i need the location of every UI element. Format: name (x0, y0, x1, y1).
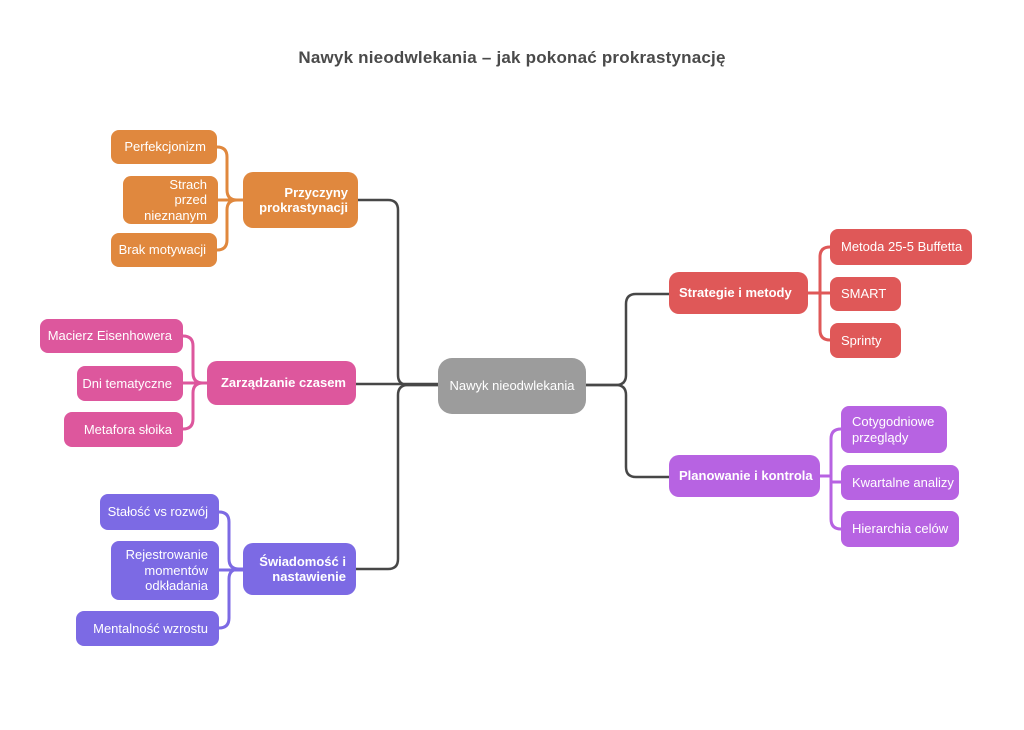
node-leaf-mentalnosc-wzrostu: Mentalność wzrostu (76, 611, 219, 646)
node-leaf-stalosc-vs-rozwoj: Stałość vs rozwój (100, 494, 219, 530)
node-leaf-metoda-25-5-buffetta: Metoda 25-5 Buffetta (830, 229, 972, 265)
node-leaf-smart: SMART (830, 277, 901, 311)
node-leaf-perfekcjonizm: Perfekcjonizm (111, 130, 217, 164)
node-branch-strategie-i-metody: Strategie i metody (669, 272, 808, 314)
edge-causes-perfekcjonizm (216, 145, 243, 202)
edge-time-metafora (182, 381, 207, 431)
node-leaf-strach-przed-nieznanym: Strach przed nieznanym (123, 176, 218, 224)
edge-causes-brak (216, 198, 243, 252)
node-center-nawyk-nieodwlekania: Nawyk nieodwlekania (438, 358, 586, 414)
node-leaf-metafora-sloika: Metafora słoika (64, 412, 183, 447)
edge-planning-bracket (829, 427, 842, 531)
node-branch-przyczyny-prokrastynacji: Przyczyny prokrastynacji (243, 172, 358, 228)
edge-center-planning (586, 383, 669, 479)
node-leaf-macierz-eisenhowera: Macierz Eisenhowera (40, 319, 183, 353)
node-leaf-rejestrowanie-momentow-odkladania: Rejestrowanie momentów odkładania (111, 541, 219, 600)
node-leaf-sprinty: Sprinty (830, 323, 901, 358)
node-leaf-dni-tematyczne: Dni tematyczne (77, 366, 183, 401)
node-leaf-brak-motywacji: Brak motywacji (111, 233, 217, 267)
node-leaf-cotygodniowe-przeglady: Cotygodniowe przeglądy (841, 406, 947, 453)
node-branch-swiadomosc-i-nastawienie: Świadomość i nastawienie (243, 543, 356, 595)
node-leaf-hierarchia-celow: Hierarchia celów (841, 511, 959, 547)
node-branch-planowanie-i-kontrola: Planowanie i kontrola (669, 455, 820, 497)
edge-awareness-mentalnosc (218, 567, 243, 630)
node-leaf-kwartalne-analizy: Kwartalne analizy (841, 465, 959, 500)
edge-center-strategies (586, 292, 669, 387)
edge-center-causes (356, 198, 438, 387)
edge-center-awareness (356, 383, 438, 571)
edge-time-macierz (182, 334, 207, 385)
edge-awareness-stalosc (218, 510, 243, 571)
node-branch-zarzadzanie-czasem: Zarządzanie czasem (207, 361, 356, 405)
mindmap-title: Nawyk nieodwlekania – jak pokonać prokra… (298, 48, 726, 67)
